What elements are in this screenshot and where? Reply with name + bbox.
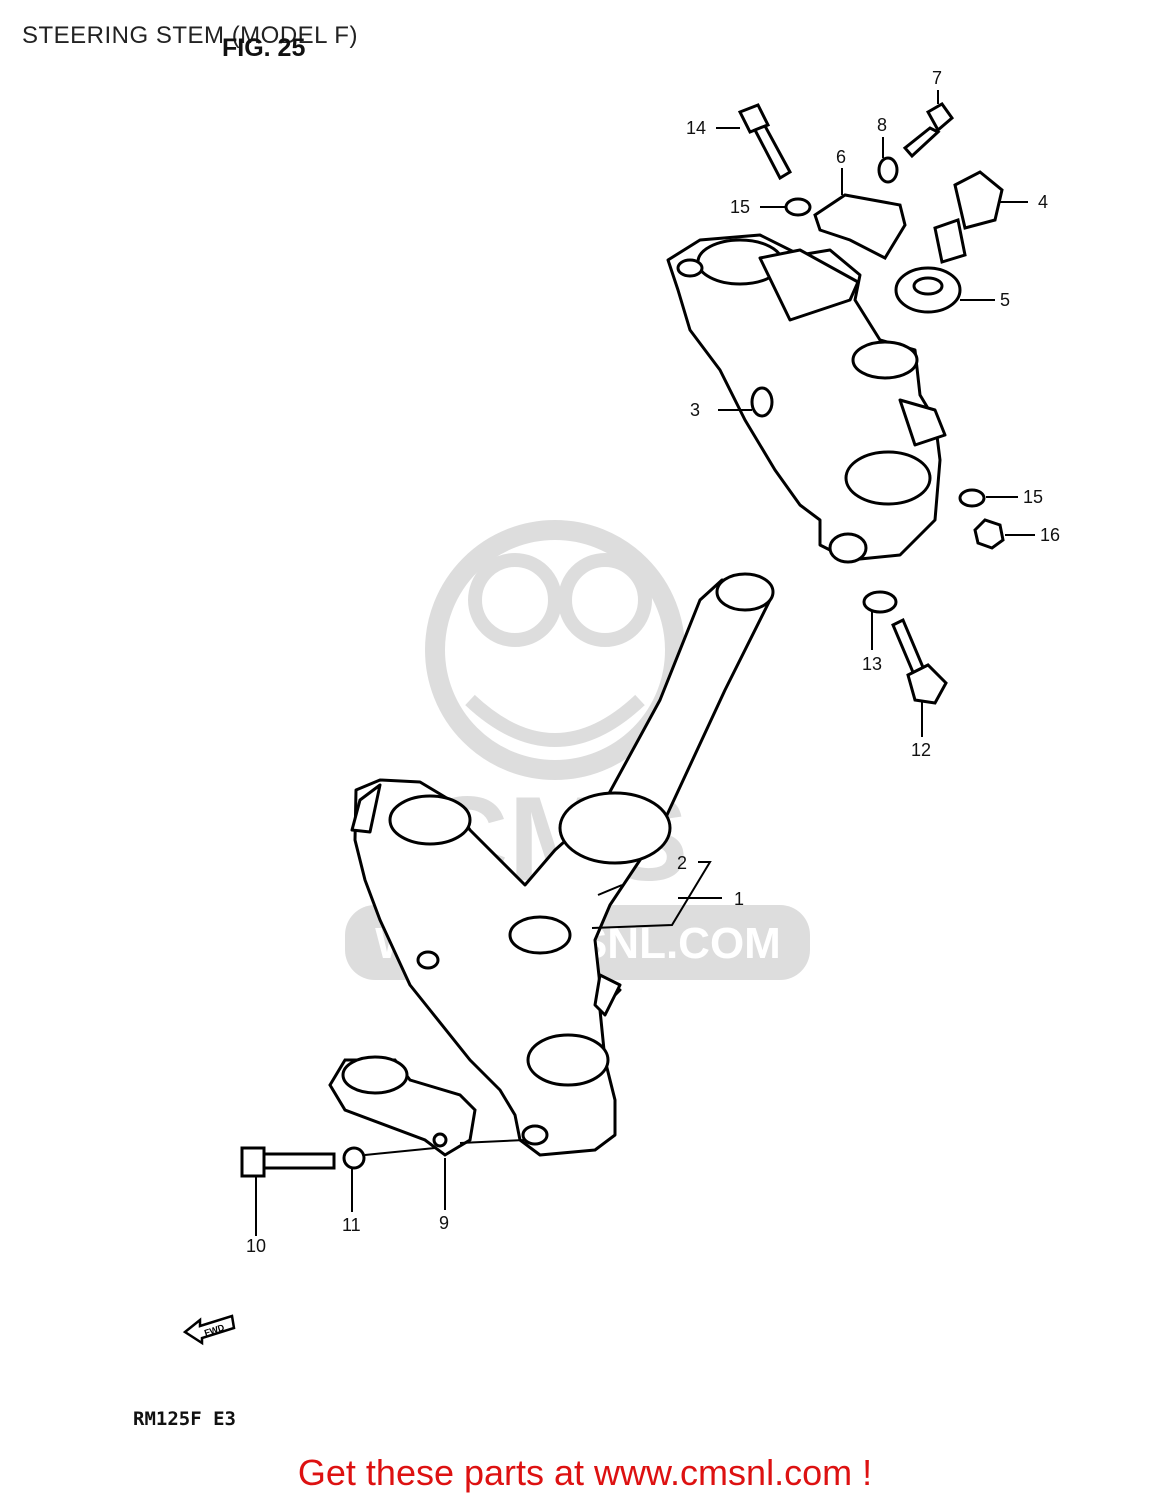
callout-7: 7 bbox=[932, 68, 942, 88]
callout-15a: 15 bbox=[730, 197, 750, 217]
callout-11: 11 bbox=[342, 1215, 361, 1235]
washer-13 bbox=[862, 590, 898, 614]
callout-4: 4 bbox=[1038, 192, 1048, 212]
washer-8 bbox=[877, 156, 899, 184]
callout-3: 3 bbox=[690, 400, 700, 420]
bolt-12 bbox=[891, 617, 948, 705]
washer-15-upper bbox=[784, 197, 812, 217]
forward-direction-marker: FWD bbox=[182, 1314, 236, 1346]
bolt-10 bbox=[240, 1146, 336, 1178]
washer-5 bbox=[894, 266, 962, 314]
washer-15-lower bbox=[958, 488, 986, 508]
upper-bracket bbox=[666, 233, 947, 564]
bolt-14 bbox=[737, 103, 793, 181]
callout-6: 6 bbox=[836, 147, 846, 167]
leader-lines bbox=[255, 90, 1035, 1236]
exploded-parts-diagram: WWW.CMSNL.COM CMS bbox=[182, 68, 1060, 1346]
steering-stem bbox=[350, 572, 775, 1157]
washer-11 bbox=[342, 1146, 366, 1170]
get-parts-link[interactable]: Get these parts at www.cmsnl.com ! bbox=[297, 1452, 873, 1493]
callout-2: 2 bbox=[677, 853, 687, 873]
bolt-4 bbox=[933, 170, 1004, 264]
callout-16: 16 bbox=[1040, 525, 1060, 545]
model-code: RM125F E3 bbox=[133, 1408, 236, 1430]
callout-9: 9 bbox=[439, 1213, 449, 1233]
bolt-7 bbox=[902, 102, 955, 159]
callout-14: 14 bbox=[686, 118, 706, 138]
callout-15b: 15 bbox=[1023, 487, 1043, 507]
callout-5: 5 bbox=[1000, 290, 1010, 310]
clamp-6 bbox=[813, 193, 907, 260]
cable-guide-bracket bbox=[328, 1055, 477, 1157]
page-title: STEERING STEM (MODEL F) bbox=[22, 22, 358, 49]
callout-1: 1 bbox=[734, 889, 744, 909]
callout-13: 13 bbox=[862, 654, 882, 674]
callout-10: 10 bbox=[246, 1236, 266, 1256]
figure-label: FIG. 25 bbox=[222, 34, 306, 62]
callout-12: 12 bbox=[911, 740, 931, 760]
nut-16 bbox=[973, 518, 1005, 550]
callout-8: 8 bbox=[877, 115, 887, 135]
